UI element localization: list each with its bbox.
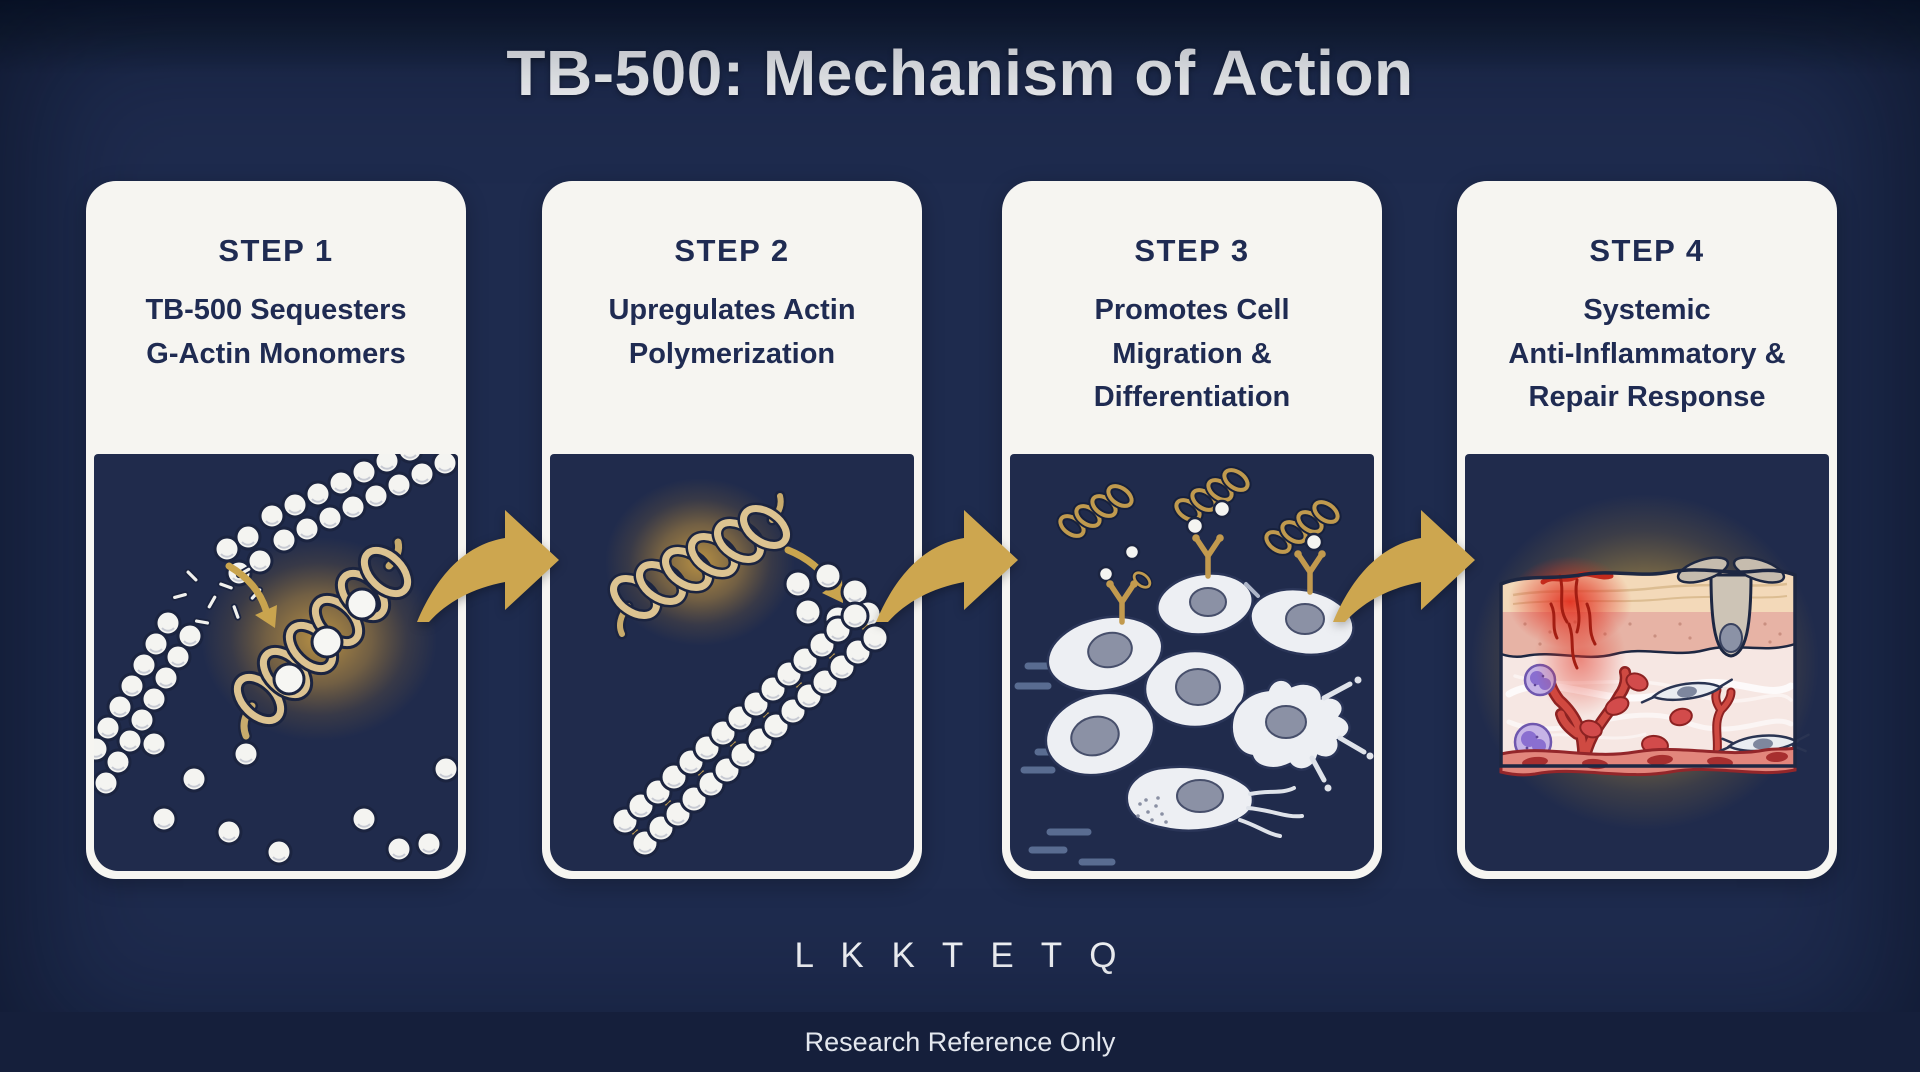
fibroblast-icon [1716, 733, 1810, 754]
fibroblast-icon [1640, 678, 1733, 704]
tb500-helix-sequestering-g-actin-icon [94, 454, 458, 866]
differentiating-cell-icon [1230, 676, 1374, 792]
step-1-label: STEP 1 [218, 233, 334, 268]
actin-polymerization-icon [550, 478, 890, 858]
red-blood-cells [1579, 672, 1693, 756]
tb500-helix-icon [229, 542, 415, 742]
footer-bar: Research Reference Only [0, 1012, 1920, 1072]
step-4-illustration-panel [1465, 454, 1829, 871]
step-3-label: STEP 3 [1134, 233, 1250, 268]
tissue-cross-section [1499, 556, 1810, 777]
step-3-title: Promotes Cell Migration & Differentiatio… [1093, 294, 1291, 413]
step-1-illustration-panel [94, 454, 458, 871]
hair-follicle-icon [1676, 556, 1786, 658]
tb500-helix-icon [607, 490, 794, 640]
crawling-cell-icon [1125, 765, 1304, 838]
arrow-right-icon [876, 510, 1018, 622]
step-3-header: STEP 3 Promotes Cell Migration & Differe… [1002, 181, 1382, 454]
step-2-illustration-panel [550, 454, 914, 871]
step-4-label: STEP 4 [1589, 233, 1705, 268]
tissue-outline [1499, 568, 1797, 768]
step-2-header: STEP 2 Upregulates Actin Polymerization [542, 181, 922, 454]
signal-monomers [1097, 499, 1324, 583]
migrating-cell-icon [1046, 580, 1164, 693]
step-4-header: STEP 4 Systemic Anti-Inflammatory & Repa… [1457, 181, 1837, 454]
peptide-sequence: L K K T E T Q [794, 936, 1126, 975]
step-1-header: STEP 1 TB-500 Sequesters G-Actin Monomer… [86, 181, 466, 454]
migrating-cell-icon [1156, 534, 1254, 636]
step-4-card: STEP 4 Systemic Anti-Inflammatory & Repa… [1457, 181, 1837, 879]
healing-tissue-cross-section-icon [1471, 494, 1819, 830]
migrating-cells-icon [1014, 454, 1374, 866]
step-2-card: STEP 2 Upregulates Actin Polymerization [542, 181, 922, 879]
deep-blood-vessel [1499, 746, 1797, 777]
migrating-cell-icon [1244, 550, 1355, 657]
step-1-card: STEP 1 TB-500 Sequesters G-Actin Monomer… [86, 181, 466, 879]
arrow-right-icon [417, 510, 559, 622]
arrow-right-icon [1333, 510, 1475, 622]
step-1-title: TB-500 Sequesters G-Actin Monomers [145, 294, 407, 370]
actin-filament-lower [94, 609, 204, 797]
sequestered-monomers [272, 587, 379, 696]
migrating-cell-icon [1143, 649, 1247, 729]
footer-disclaimer: Research Reference Only [804, 1027, 1116, 1057]
step-2-label: STEP 2 [674, 233, 790, 268]
f-actin-filament-icon [610, 601, 890, 858]
sequester-arrow-icon [225, 562, 277, 628]
step-3-card: STEP 3 Promotes Cell Migration & Differe… [1002, 181, 1382, 879]
g-actin-monomers [140, 730, 458, 866]
step-4-title: Systemic Anti-Inflammatory & Repair Resp… [1508, 294, 1786, 413]
page-title: TB-500: Mechanism of Action [506, 37, 1414, 109]
migrating-cell-icon [1044, 691, 1156, 777]
step-2-title: Upregulates Actin Polymerization [608, 294, 856, 370]
step-3-illustration-panel [1010, 454, 1374, 871]
